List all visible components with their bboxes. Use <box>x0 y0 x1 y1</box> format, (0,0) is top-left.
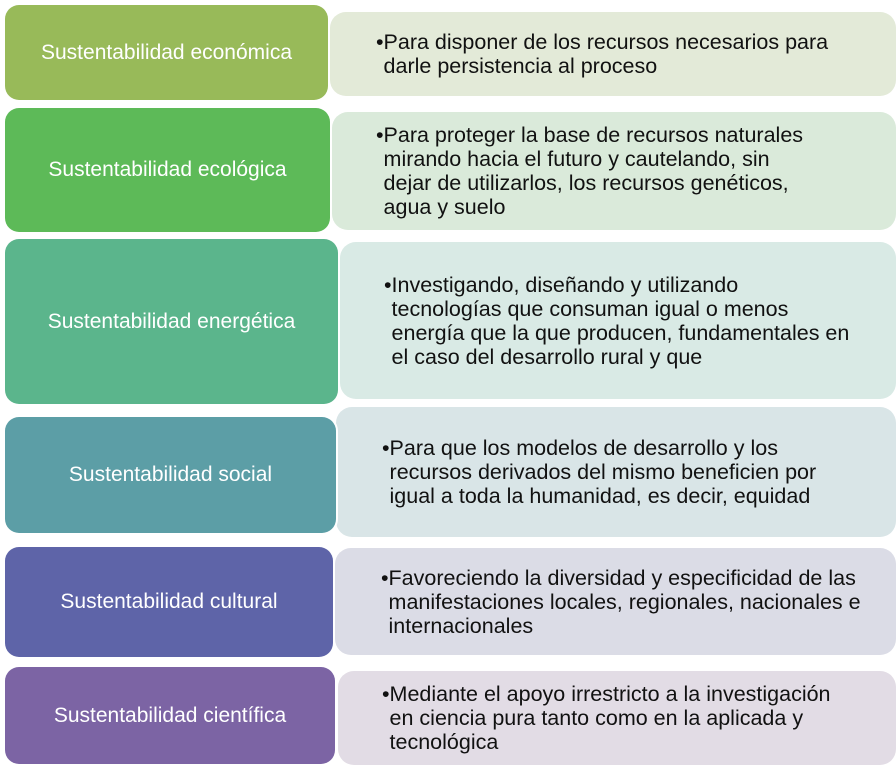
label-text-social: Sustentabilidad social <box>68 463 273 486</box>
description-box-cultural: • Favoreciendo la diversidad y especific… <box>335 548 896 655</box>
description-box-energetica: • Investigando, diseñando y utilizando t… <box>340 242 896 399</box>
bullet-icon: • <box>376 30 384 54</box>
description-text-energetica: Investigando, diseñando y utilizando tec… <box>391 272 850 369</box>
description-text-cientifica: Mediante el apoyo irrestricto a la inves… <box>389 682 831 754</box>
label-social: Sustentabilidad social <box>5 417 336 533</box>
description-box-social: • Para que los modelos de desarrollo y l… <box>336 407 896 537</box>
label-cultural: Sustentabilidad cultural <box>5 547 333 657</box>
description-text-economica: Para disponer de los recursos necesarios… <box>383 30 829 78</box>
label-text-cientifica: Sustentabilidad científica <box>53 703 287 727</box>
label-text-economica: Sustentabilidad económica <box>41 40 292 64</box>
bullet-icon: • <box>382 436 390 460</box>
label-cientifica: Sustentabilidad científica <box>5 667 335 764</box>
description-text-cultural: Favoreciendo la diversidad y especificid… <box>388 565 861 638</box>
label-energetica: Sustentabilidad energética <box>5 239 338 404</box>
bullet-icon: • <box>384 272 392 297</box>
label-ecologica: Sustentabilidad ecológica <box>5 108 330 232</box>
description-box-economica: • Para disponer de los recursos necesari… <box>330 12 896 96</box>
description-text-social: Para que los modelos de desarrollo y los… <box>389 436 817 508</box>
bullet-icon: • <box>381 565 389 590</box>
description-box-ecologica: • Para proteger la base de recursos natu… <box>332 112 896 230</box>
label-text-energetica: Sustentabilidad energética <box>47 309 296 333</box>
description-text-ecologica: Para proteger la base de recursos natura… <box>383 123 804 219</box>
bullet-icon: • <box>376 123 384 147</box>
bullet-icon: • <box>382 682 390 706</box>
label-text-ecologica: Sustentabilidad ecológica <box>48 158 287 181</box>
description-box-cientifica: • Mediante el apoyo irrestricto a la inv… <box>338 671 896 765</box>
label-text-cultural: Sustentabilidad cultural <box>60 590 278 613</box>
label-economica: Sustentabilidad económica <box>5 5 328 100</box>
